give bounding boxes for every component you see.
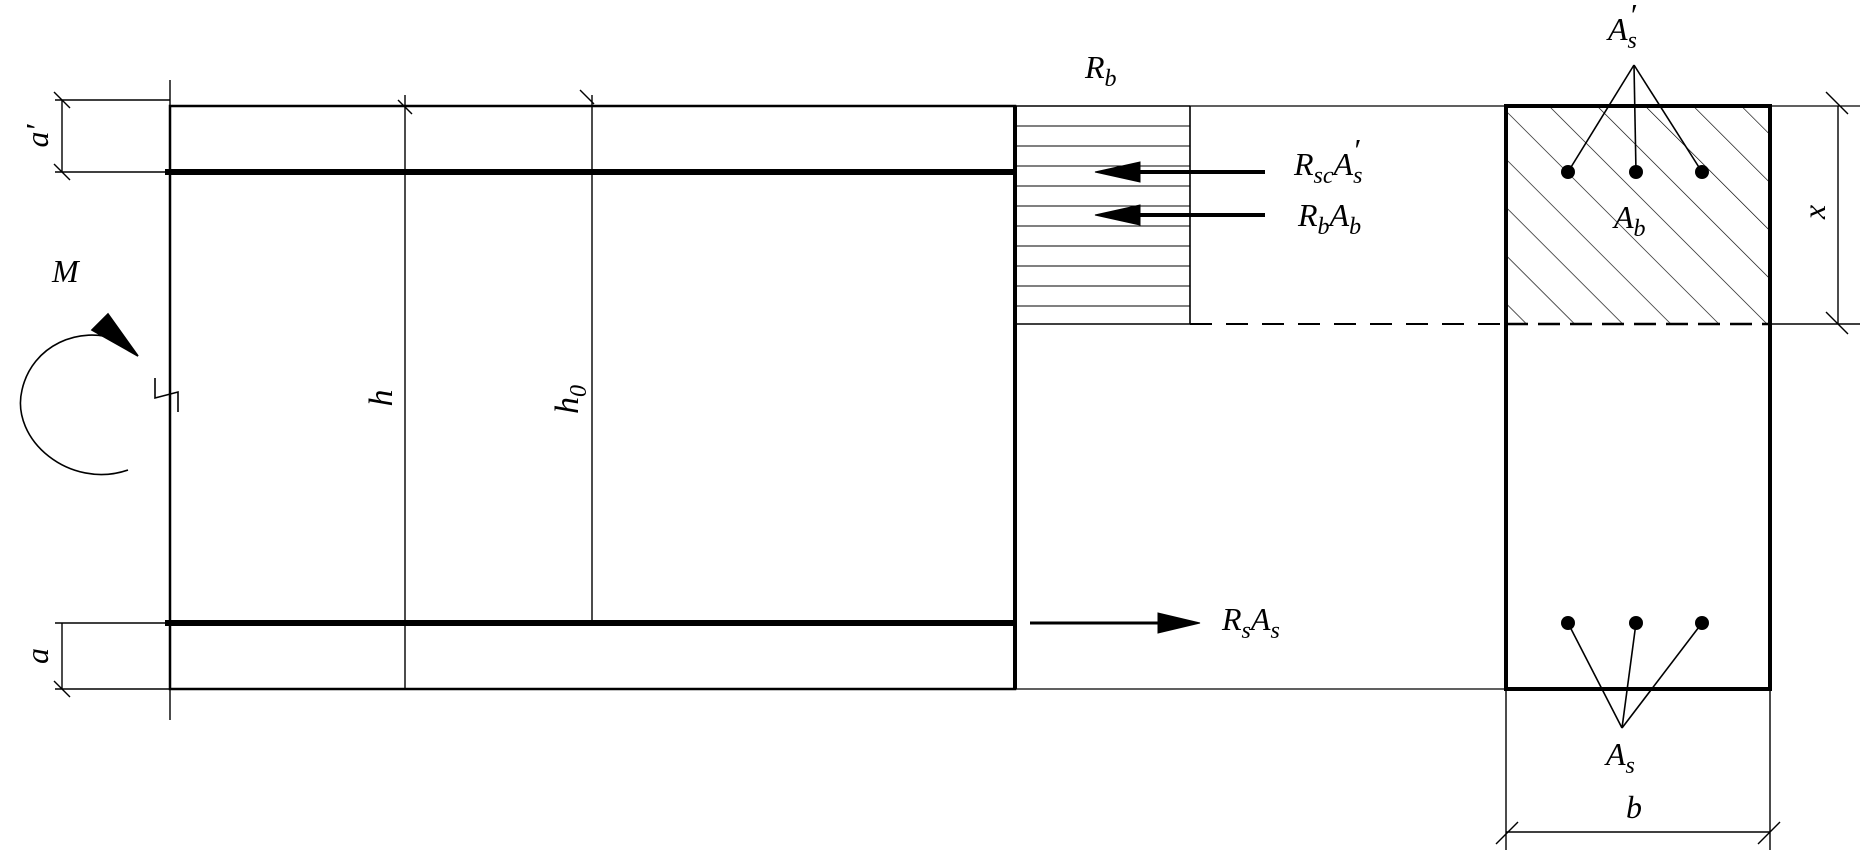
label-section-ab: Ab (1612, 199, 1646, 242)
label-b: b (1626, 789, 1642, 825)
label-M: M (51, 253, 81, 289)
left-dimension-chain (53, 91, 170, 698)
beam-elevation (165, 80, 1017, 720)
compression-zone-hatch (1506, 106, 1770, 324)
label-a: a (19, 648, 55, 664)
label-section-as: As (1604, 736, 1635, 779)
label-h: h (363, 390, 400, 407)
force-arrows (1030, 161, 1265, 634)
label-rs-as: RsAs (1221, 601, 1280, 644)
h-tick-top (397, 99, 413, 115)
cross-section (1504, 64, 1772, 729)
label-rb-ab: RbAb (1297, 197, 1361, 240)
label-section-as-prime: As′ (1606, 0, 1637, 54)
label-rb-top: Rb (1084, 49, 1117, 92)
label-a-prime: a′ (19, 124, 55, 148)
h0-tick-top (579, 89, 595, 105)
x-dimension (1770, 91, 1860, 335)
moment-arrow (19, 312, 179, 476)
b-dimension (1495, 689, 1781, 850)
label-h0: h0 (549, 385, 592, 414)
label-x: x (1796, 205, 1832, 220)
label-rsc-as: RscAs′ (1293, 132, 1362, 189)
section-outline (1504, 104, 1772, 691)
